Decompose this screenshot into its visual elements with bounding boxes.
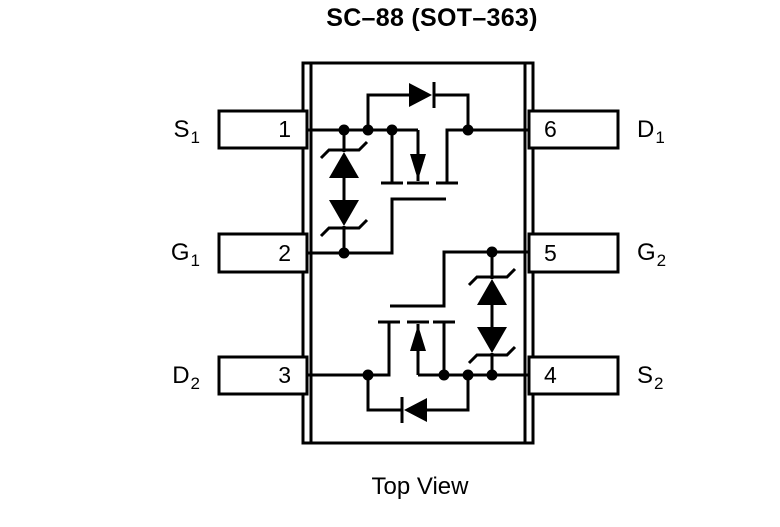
pin2-signal-label: G1 [60, 234, 200, 272]
pin1-signal-label: S1 [60, 111, 200, 148]
pin6-signal-letter: D [637, 116, 655, 143]
pin5-signal-label: G2 [637, 234, 777, 272]
pin5-number: 5 [544, 240, 557, 266]
pin2-number: 2 [278, 240, 291, 266]
pin6-signal-subscript: 1 [655, 128, 665, 147]
pin4-signal-label: S2 [637, 357, 777, 394]
pin3-signal-subscript: 2 [190, 374, 200, 393]
pin6-box [527, 109, 620, 150]
q1-junction-dots [338, 124, 474, 259]
pin2-signal-subscript: 1 [190, 251, 200, 270]
pin1-signal-letter: S [173, 116, 190, 143]
q1-zener-bottom-icon [329, 200, 359, 226]
pin5-box [527, 232, 620, 274]
pin6-number: 6 [544, 116, 557, 142]
figure-title: SC–88 (SOT–363) [326, 4, 538, 32]
q1-substrate-arrow-icon [410, 154, 426, 180]
q2-circuit [305, 245, 531, 425]
q1-gate-trace [307, 197, 446, 255]
q1-drain-rail [445, 128, 529, 183]
pin1-box [217, 109, 309, 150]
pin2-box [217, 232, 309, 274]
pin1-signal-subscript: 1 [190, 128, 200, 147]
pin3-number: 3 [278, 362, 291, 388]
pin2-signal-letter: G [170, 239, 190, 266]
pin5-signal-letter: G [637, 239, 656, 266]
pin6-signal-label: D1 [637, 111, 777, 148]
pin4-box [527, 355, 620, 396]
q1-gs-zener-pair [319, 130, 369, 253]
pin4-signal-subscript: 2 [654, 374, 664, 393]
pin4-signal-letter: S [637, 362, 654, 389]
pin3-signal-label: D2 [60, 357, 200, 394]
q1-zener-top-cathode-bar [319, 140, 369, 160]
pin3-box [217, 355, 309, 396]
pin5-signal-subscript: 2 [656, 251, 667, 270]
q1-body-diode-icon [409, 83, 432, 107]
pin3-signal-letter: D [172, 362, 190, 389]
q1-body-diode-branch [366, 93, 470, 130]
pin4-number: 4 [544, 362, 557, 388]
q1-circuit [307, 82, 529, 259]
q1-zener-bottom-cathode-bar [319, 218, 369, 238]
figure-caption: Top View [371, 473, 469, 500]
q1-zener-top-icon [329, 152, 359, 178]
pin-boxes [217, 109, 620, 396]
pin1-number: 1 [278, 116, 291, 142]
